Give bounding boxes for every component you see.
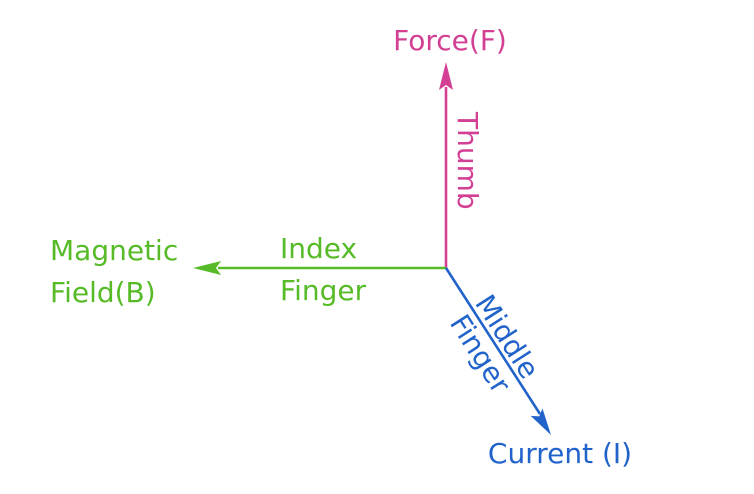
magnetic-field-arrowhead-left-icon (193, 261, 221, 275)
current-label: Current (I) (488, 437, 632, 470)
magnetic-field-label-line2: Field(B) (50, 276, 156, 309)
current-arrowhead-down-right-icon (530, 408, 551, 435)
current-arrow-group: Middle Finger Current (I) (443, 267, 632, 470)
magnetic-field-label-line1: Magnetic (50, 234, 178, 267)
thumb-label: Thumb (451, 111, 484, 210)
force-arrowhead-up-icon (439, 62, 453, 90)
current-arrow-shaft (444, 267, 542, 415)
index-finger-label-line1: Index (280, 232, 357, 265)
middle-finger-label-group: Middle Finger (443, 289, 546, 400)
force-arrow-group: Force(F) Thumb (393, 24, 507, 268)
magnetic-field-arrow-group: Magnetic Field(B) Index Finger (50, 232, 446, 309)
force-label: Force(F) (393, 24, 507, 57)
index-finger-label-line2: Finger (280, 274, 367, 307)
